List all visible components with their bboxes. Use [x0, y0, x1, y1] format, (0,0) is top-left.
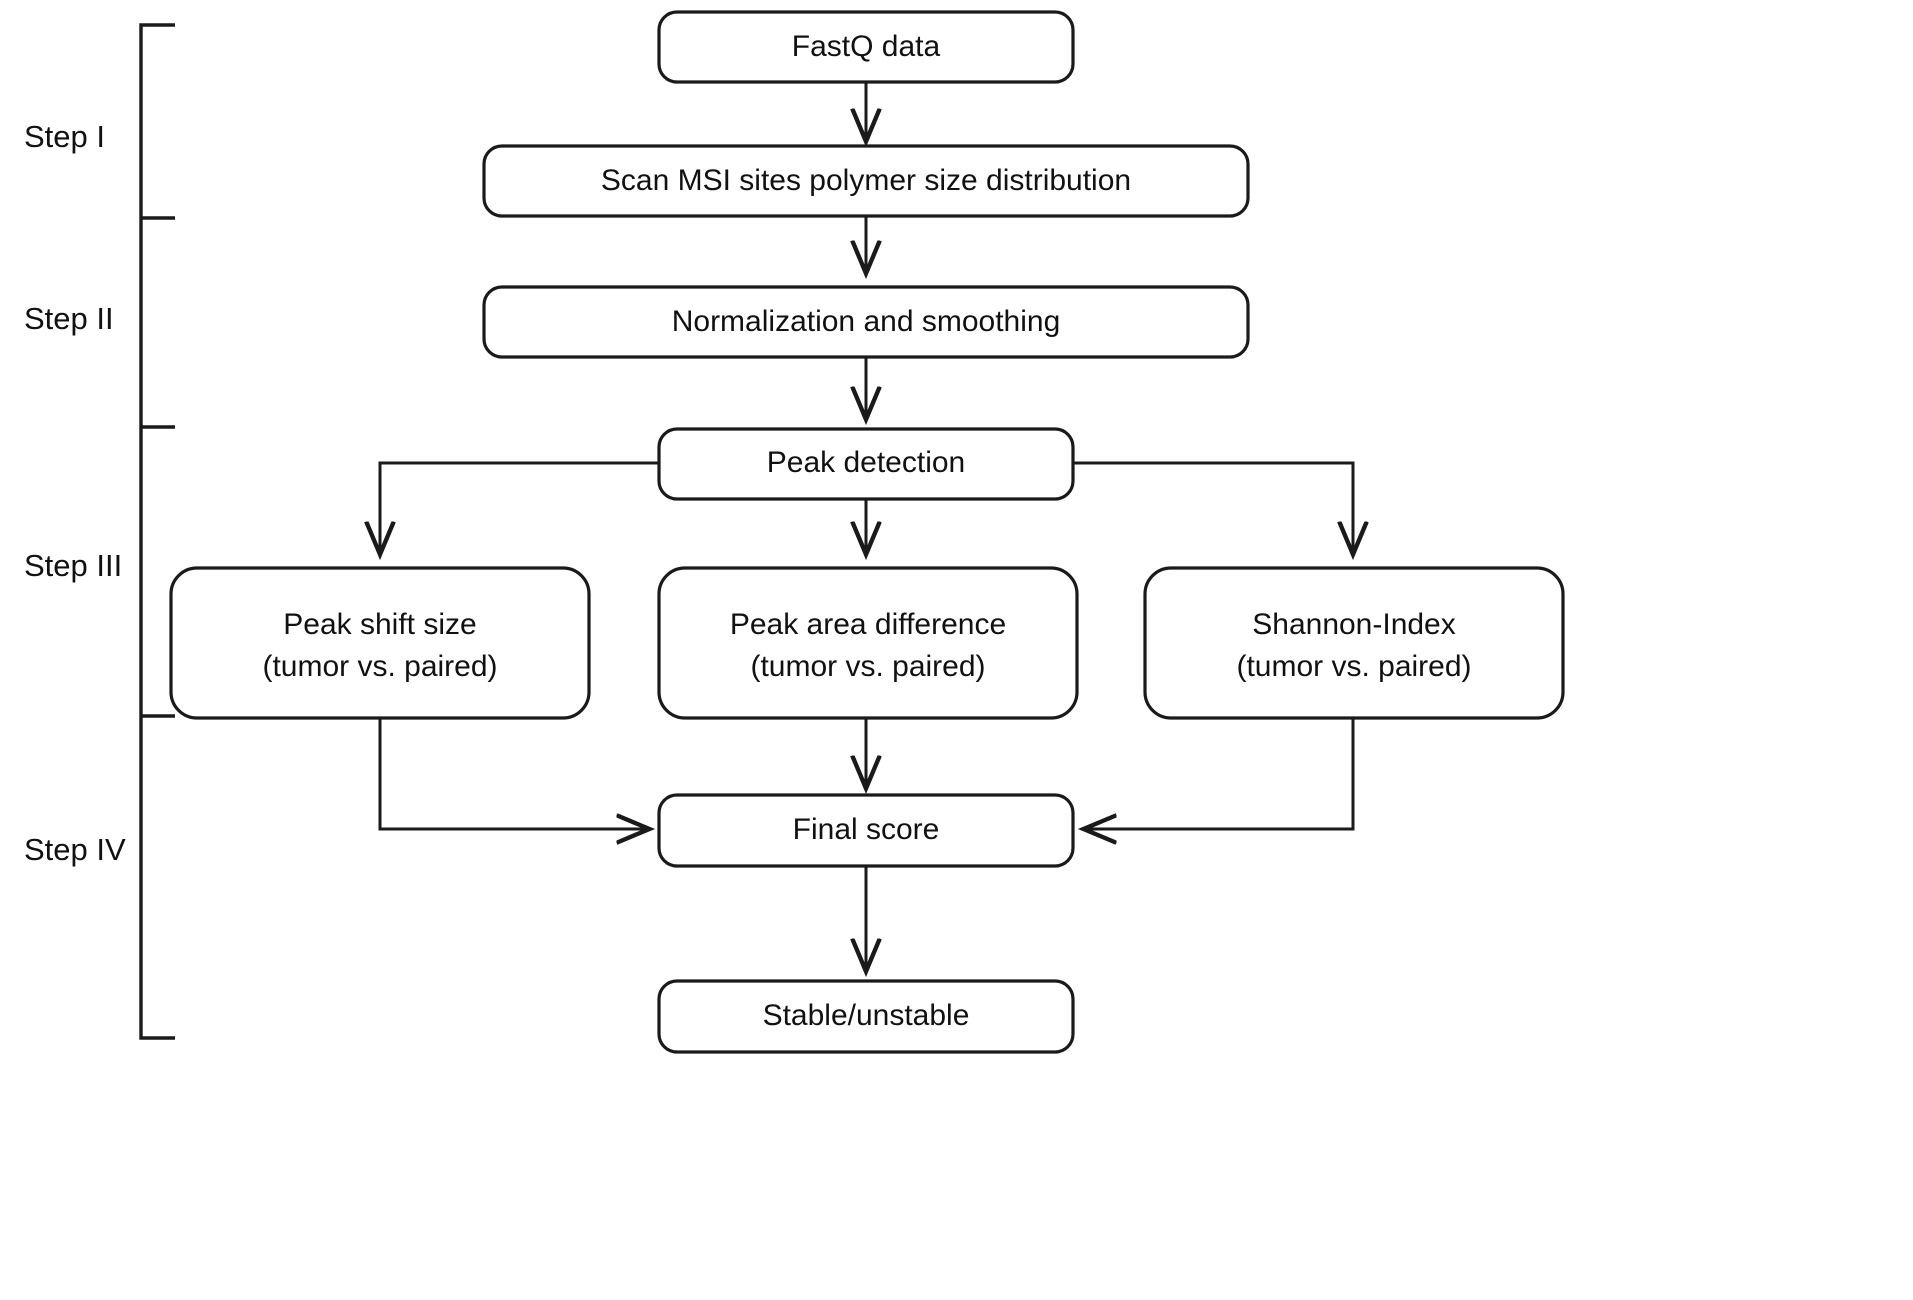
node-peakshift-label-line1: Peak shift size	[283, 608, 476, 641]
node-normalization-label: Normalization and smoothing	[672, 305, 1061, 338]
edge-peakshift-to-finalscore	[378, 717, 648, 829]
node-scan-label: Scan MSI sites polymer size distribution	[601, 164, 1131, 197]
edge-peakdetection-to-peakshift	[380, 461, 660, 553]
step-label-4: Step IV	[24, 832, 126, 867]
node-peakarea-label-line1: Peak area difference	[730, 608, 1006, 641]
node-scan-msi-sites[interactable]: Scan MSI sites polymer size distribution	[482, 144, 1250, 218]
node-peakdetection-label: Peak detection	[767, 446, 965, 479]
node-peak-detection[interactable]: Peak detection	[657, 427, 1075, 501]
step-bracket	[139, 23, 175, 1040]
node-finalscore-label: Final score	[793, 813, 940, 846]
node-peakarea-box[interactable]	[657, 566, 1079, 720]
node-fastq[interactable]: FastQ data	[657, 10, 1075, 84]
node-normalization-smoothing[interactable]: Normalization and smoothing	[482, 285, 1250, 359]
step-label-3: Step III	[24, 548, 122, 583]
node-shannon-label-line1: Shannon-Index	[1252, 608, 1456, 641]
node-peakarea-label-line2: (tumor vs. paired)	[750, 650, 985, 683]
bracket-outline	[139, 23, 175, 1040]
step-label-1: Step I	[24, 119, 105, 154]
node-shannon-label-line2: (tumor vs. paired)	[1236, 650, 1471, 683]
node-shannon-index[interactable]: Shannon-Index (tumor vs. paired)	[1143, 566, 1565, 720]
node-shannon-box[interactable]	[1143, 566, 1565, 720]
edge-peakdetection-to-shannon	[1073, 461, 1353, 553]
node-finalscore-box[interactable]	[657, 793, 1075, 868]
node-scan-box[interactable]	[482, 144, 1250, 218]
edge-shannon-to-finalscore	[1085, 717, 1355, 829]
node-fastq-box[interactable]	[657, 10, 1075, 84]
node-final-score[interactable]: Final score	[657, 793, 1075, 868]
node-peak-area-difference[interactable]: Peak area difference (tumor vs. paired)	[657, 566, 1079, 720]
node-peakshift-label-line2: (tumor vs. paired)	[262, 650, 497, 683]
node-normalization-box[interactable]	[482, 285, 1250, 359]
node-result-box[interactable]	[657, 979, 1075, 1054]
node-peakshift-box[interactable]	[169, 566, 591, 720]
node-result-label: Stable/unstable	[763, 999, 970, 1032]
node-fastq-label: FastQ data	[792, 30, 941, 63]
node-stable-unstable[interactable]: Stable/unstable	[657, 979, 1075, 1054]
node-peak-shift-size[interactable]: Peak shift size (tumor vs. paired)	[169, 566, 591, 720]
node-peakdetection-box[interactable]	[657, 427, 1075, 501]
edge-layer	[380, 81, 1353, 970]
step-label-2: Step II	[24, 301, 114, 336]
